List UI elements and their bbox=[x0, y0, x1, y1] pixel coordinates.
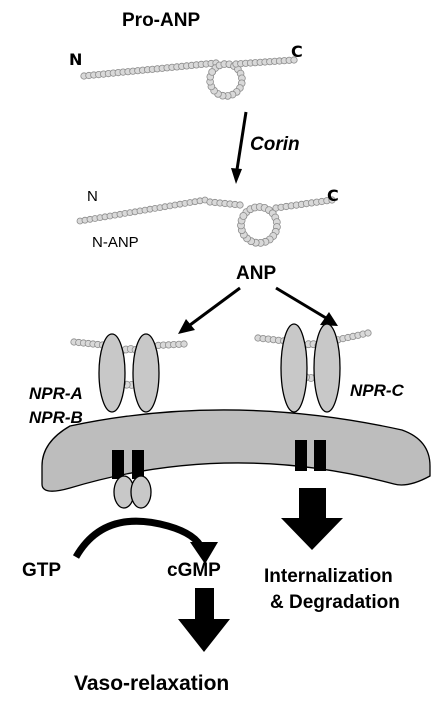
cgmp-label: cGMP bbox=[167, 560, 221, 581]
corin-label: Corin bbox=[250, 134, 300, 155]
peptide-bead bbox=[328, 196, 336, 204]
arrow-to-npr-c bbox=[275, 286, 338, 326]
pro-anp-label: Pro-ANP bbox=[122, 10, 201, 31]
peptide-bead bbox=[180, 340, 188, 348]
npr-ab-transmembrane bbox=[112, 450, 144, 479]
c-terminal-mid-label: C bbox=[327, 186, 339, 205]
peptide-bead bbox=[236, 201, 244, 209]
npr-ab-receptor bbox=[98, 333, 160, 413]
npr-c-receptor bbox=[280, 323, 341, 413]
peptide-bead bbox=[239, 212, 248, 220]
peptide-bead bbox=[208, 68, 216, 76]
gtp-label: GTP bbox=[22, 560, 62, 581]
anp-label: ANP bbox=[236, 263, 277, 284]
vaso-relaxation-label: Vaso-relaxation bbox=[74, 672, 230, 695]
peptide-bead bbox=[290, 56, 298, 64]
n-anp-label: N-ANP bbox=[92, 234, 139, 251]
n-terminal-top-label: N bbox=[69, 50, 83, 69]
npr-c-transmembrane bbox=[295, 440, 326, 471]
npr-c-label: NPR-C bbox=[350, 381, 404, 400]
internalization-label: Internalization bbox=[264, 566, 393, 587]
vaso-relaxation-arrow bbox=[178, 588, 230, 652]
npr-a-label: NPR-A bbox=[29, 384, 83, 403]
npr-b-label: NPR-B bbox=[29, 408, 83, 427]
corin-cleavage-arrow bbox=[231, 111, 248, 184]
cell-membrane bbox=[41, 409, 431, 492]
degradation-label: & Degradation bbox=[270, 592, 400, 613]
n-anp-peptide-chain bbox=[76, 196, 209, 225]
c-terminal-top-label: C bbox=[291, 42, 303, 61]
arrow-to-npr-ab bbox=[178, 286, 241, 334]
anp-bound-npr-ab bbox=[70, 338, 188, 389]
gtp-to-cgmp-arrow bbox=[72, 517, 218, 564]
pro-anp-peptide-chain bbox=[80, 56, 298, 100]
npr-ab-intracellular-domain bbox=[113, 475, 152, 509]
anp-peptide-chain bbox=[206, 196, 336, 247]
internalization-arrow bbox=[281, 488, 343, 550]
anp-bound-npr-c bbox=[254, 329, 372, 382]
n-terminal-mid-label: N bbox=[87, 188, 98, 205]
peptide-bead bbox=[364, 329, 372, 337]
